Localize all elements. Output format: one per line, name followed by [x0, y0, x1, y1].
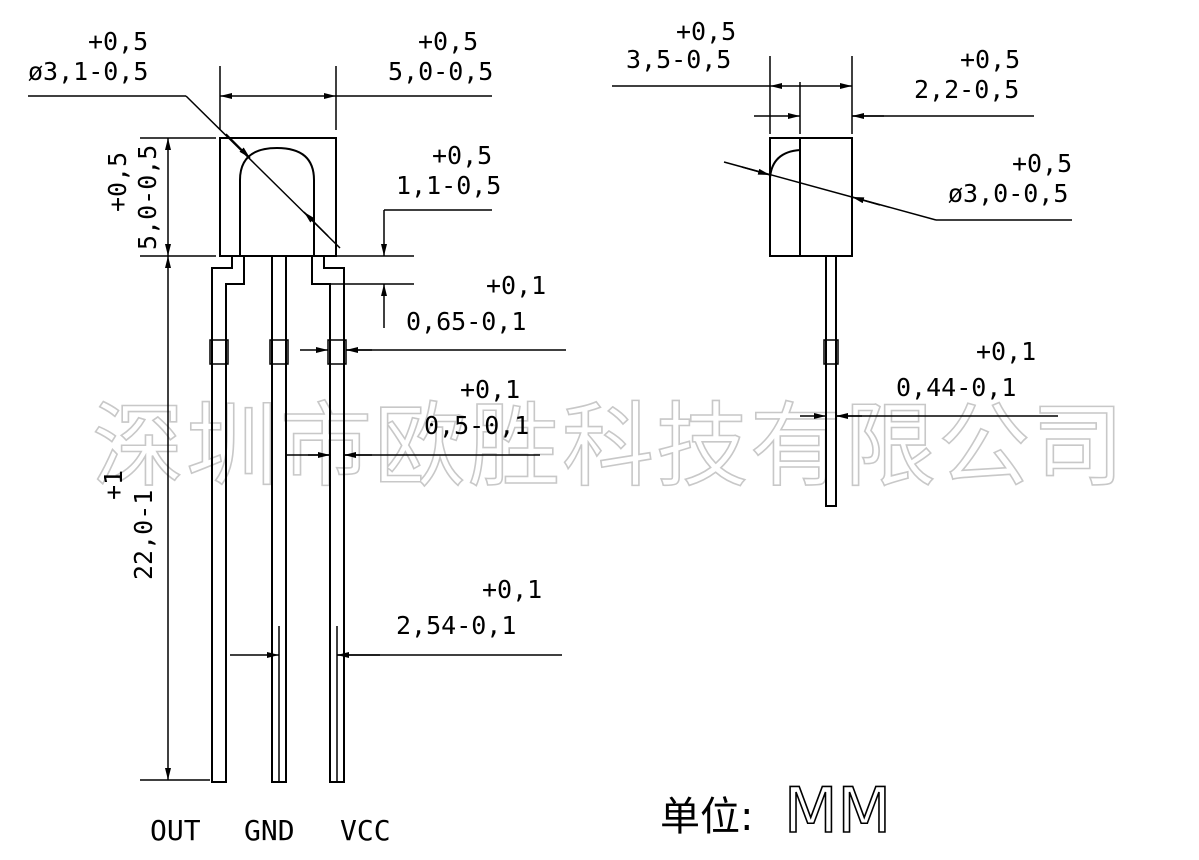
dim-step-value: 1,1-0,5 — [396, 171, 501, 200]
front-lens-dome — [239, 146, 315, 256]
watermark-text: 深圳市欧胜科技有限公司 — [92, 393, 1126, 500]
side-lead — [825, 255, 837, 507]
pin-label-out: OUT — [150, 814, 201, 847]
pin-label-vcc: VCC — [340, 814, 391, 847]
dim-body-width-tol: +0,5 — [418, 27, 478, 56]
dim-lead-length-tol: +1 — [99, 470, 128, 500]
dim-lens-side-value: ø3,0-0,5 — [948, 179, 1068, 208]
front-lead-vcc — [311, 256, 345, 783]
dim-pitch-value: 2,54-0,1 — [396, 611, 516, 640]
front-view: +0,5 ø3,1-0,5 +0,5 5,0-0,5 +0,5 5,0-0,5 … — [28, 27, 566, 847]
dim-lead-width-tol: +0,1 — [486, 271, 546, 300]
dim-front-depth-tol: +0,5 — [960, 45, 1020, 74]
unit-label: 单位: — [660, 794, 753, 840]
dim-lens-front-tol: +0,5 — [88, 27, 148, 56]
dim-body-height-tol: +0,5 — [103, 152, 132, 212]
side-view: +0,5 3,5-0,5 +0,5 2,2-0,5 +0,5 ø3,0-0,5 … — [612, 17, 1072, 507]
dim-lead-thickness-tol: +0,1 — [460, 375, 520, 404]
arrow-lens-side-a — [741, 166, 771, 176]
side-lead-marker — [823, 339, 839, 365]
lead-marker-out — [209, 339, 229, 365]
dim-lens-front-value: ø3,1-0,5 — [28, 57, 148, 86]
front-lead-out — [211, 256, 245, 783]
dim-body-height-value: 5,0-0,5 — [133, 145, 162, 250]
pin-label-gnd: GND — [244, 814, 295, 847]
unit-value: MM — [784, 774, 891, 847]
dim-lead-thickness-value: 0,5-0,1 — [424, 411, 529, 440]
arrow-lens-front-a — [225, 133, 251, 159]
lead-marker-gnd — [269, 339, 289, 365]
side-lens-arc — [769, 149, 801, 179]
front-body-outline — [219, 137, 337, 257]
dim-side-lead-tol: +0,1 — [976, 337, 1036, 366]
arrow-lens-front-b — [303, 211, 329, 237]
dim-depth-tol: +0,5 — [676, 17, 736, 46]
dim-pitch-tol: +0,1 — [482, 575, 542, 604]
dim-side-lead-value: 0,44-0,1 — [896, 373, 1016, 402]
dim-lead-width-value: 0,65-0,1 — [406, 307, 526, 336]
arrow-lens-side-b — [851, 196, 881, 206]
dim-front-depth-value: 2,2-0,5 — [914, 75, 1019, 104]
dim-depth-value: 3,5-0,5 — [626, 45, 731, 74]
dim-lens-side-tol: +0,5 — [1012, 149, 1072, 178]
dim-step-tol: +0,5 — [432, 141, 492, 170]
dim-body-width-value: 5,0-0,5 — [388, 57, 493, 86]
dim-lead-length-value: 22,0-1 — [129, 490, 158, 580]
